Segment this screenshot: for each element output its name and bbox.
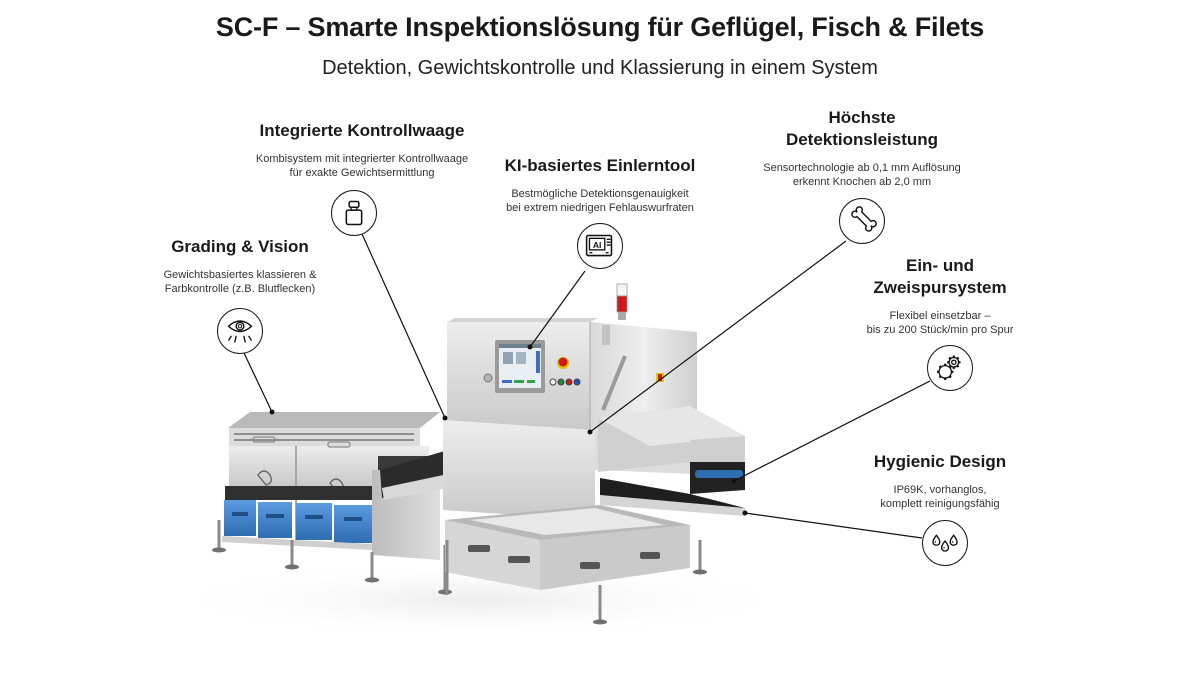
eye-icon [217, 308, 263, 354]
feature-description: Flexibel einsetzbar –bis zu 200 Stück/mi… [866, 310, 1014, 336]
feature-description: Kombisystem mit integrierter Kontrollwaa… [255, 153, 469, 179]
weight-icon [331, 190, 377, 236]
feature-grading-vision: Grading & Vision Gewichtsbasiertes klass… [130, 236, 350, 296]
bone-icon [839, 198, 885, 244]
feature-kontrollwaage: Integrierte Kontrollwaage Kombisystem mi… [222, 120, 502, 180]
feature-description: Gewichtsbasiertes klassieren &Farbkontro… [163, 269, 317, 295]
feature-title: Grading & Vision [171, 237, 309, 256]
leader-lines [243, 233, 931, 539]
water-drops-icon [922, 520, 968, 566]
feature-description: IP69K, vorhanglos,komplett reinigungsfäh… [880, 484, 1000, 510]
base-frame [445, 505, 707, 625]
outfeed-conveyors [598, 406, 745, 516]
feature-title: Integrierte Kontrollwaage [259, 121, 465, 140]
feature-title: Hygienic Design [873, 452, 1007, 471]
ai-monitor-icon: AI [577, 223, 623, 269]
page-subtitle: Detektion, Gewichtskontrolle und Klassie… [322, 57, 878, 79]
svg-text:AI: AI [593, 240, 602, 250]
page-title: SC-F – Smarte Inspektionslösung für Gefl… [215, 12, 985, 42]
feature-hygienic-design: Hygienic Design IP69K, vorhanglos,komple… [840, 451, 1040, 511]
feature-title: KI-basiertes Einlerntool [504, 156, 696, 175]
feature-ki-einlerntool: KI-basiertes Einlerntool Bestmögliche De… [470, 155, 730, 215]
gears-icon [927, 345, 973, 391]
